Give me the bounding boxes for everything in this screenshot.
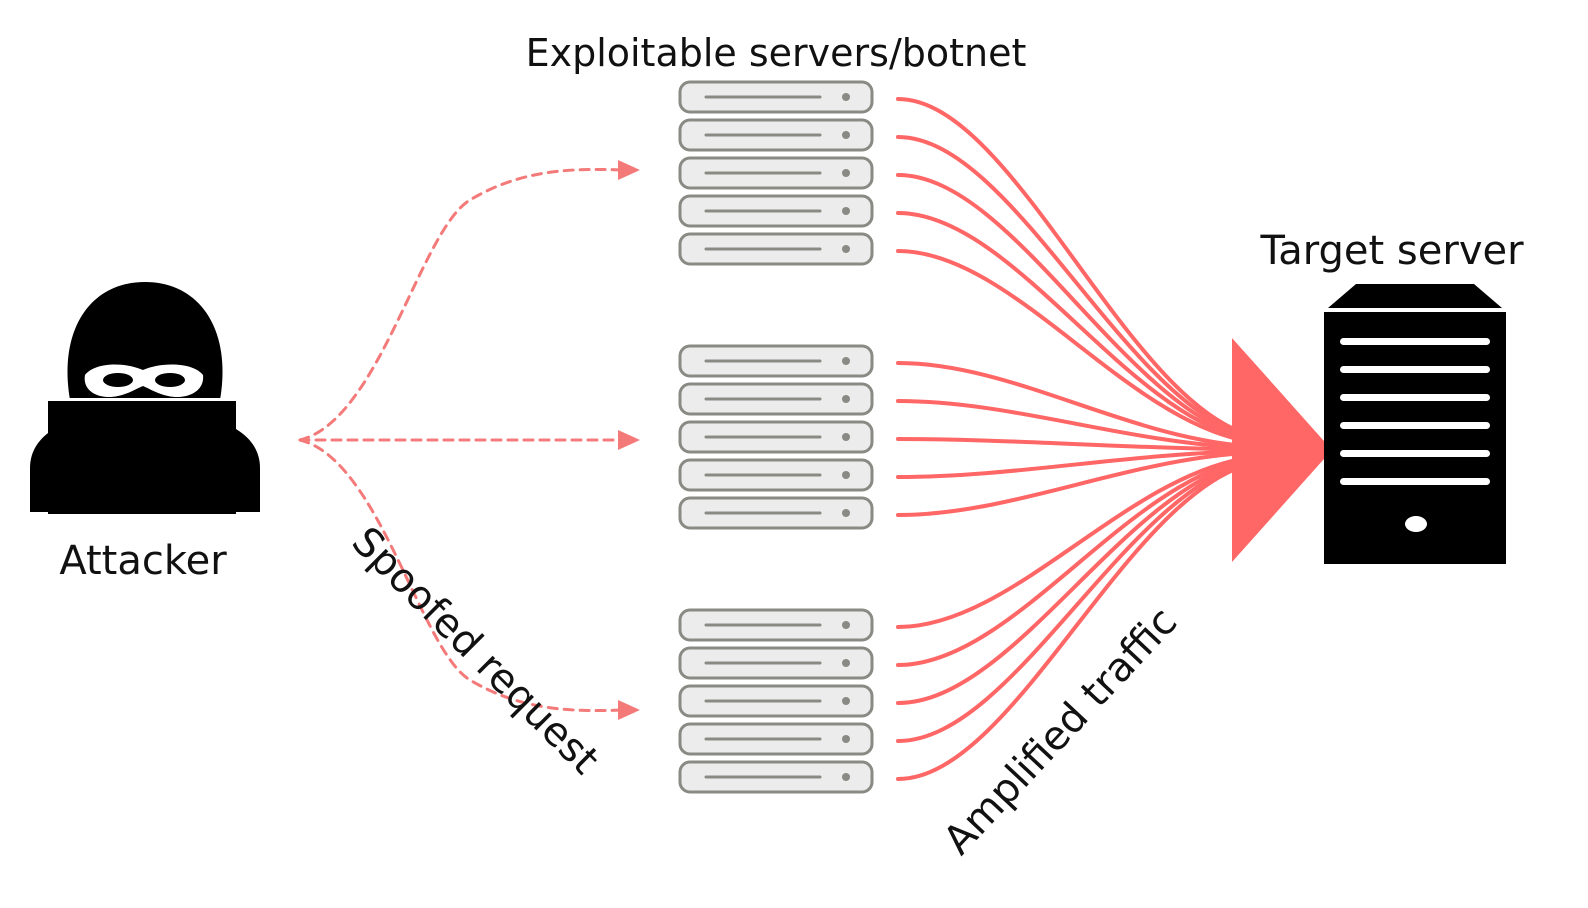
- amplified-traffic-line: [896, 451, 1244, 517]
- rack-server-icon: [678, 118, 874, 152]
- amplified-traffic-line: [896, 458, 1244, 667]
- rack-server-icon: [678, 156, 874, 190]
- amplified-traffic-line: [896, 211, 1244, 441]
- attacker-eye-left: [103, 373, 133, 387]
- amplified-traffic-line: [896, 437, 1244, 452]
- amplified-traffic-line: [896, 173, 1244, 439]
- attacker-eye-right: [155, 373, 185, 387]
- amplified-traffic-line: [896, 462, 1244, 743]
- amplified-traffic-lines: [896, 97, 1244, 781]
- amplified-traffic-line: [896, 249, 1244, 443]
- tower-server-icon: [1324, 284, 1506, 564]
- target-server-vent: [1340, 366, 1490, 373]
- rack-top: [678, 80, 874, 266]
- rack-server-icon: [678, 80, 874, 114]
- server-unit-led: [842, 773, 850, 781]
- spoofed-request-arrowhead: [618, 430, 640, 450]
- amplified-traffic-line: [896, 97, 1244, 435]
- target-server-vent: [1340, 450, 1490, 457]
- attacker-laptop-edge: [46, 398, 238, 401]
- rack-server-icon: [678, 344, 874, 378]
- server-unit-led: [842, 433, 850, 441]
- rack-server-icon: [678, 232, 874, 266]
- rack-middle: [678, 344, 874, 530]
- server-unit-led: [842, 735, 850, 743]
- target-server-vents: [1340, 338, 1490, 485]
- amplified-traffic-line: [896, 456, 1244, 629]
- server-unit-led: [842, 357, 850, 365]
- server-unit-led: [842, 621, 850, 629]
- server-unit-led: [842, 697, 850, 705]
- target-server-vent: [1340, 338, 1490, 345]
- target-server-vent: [1340, 478, 1490, 485]
- spoofed-request-arrow: [298, 167, 624, 442]
- rack-server-icon: [678, 458, 874, 492]
- spoofed-request-arrowhead: [618, 160, 640, 180]
- amplified-traffic-label: Amplified traffic: [935, 599, 1186, 864]
- amplified-traffic-line: [896, 464, 1244, 781]
- rack-server-icon: [678, 194, 874, 228]
- rack-server-icon: [678, 382, 874, 416]
- amplified-traffic-arrowhead: [1232, 338, 1332, 562]
- rack-server-icon: [678, 722, 874, 756]
- target-server-vent: [1340, 394, 1490, 401]
- server-unit-led: [842, 509, 850, 517]
- spoofed-request-arrowhead: [618, 700, 640, 720]
- rack-server-icon: [678, 420, 874, 454]
- server-unit-led: [842, 169, 850, 177]
- rack-server-icon: [678, 760, 874, 794]
- rack-server-icon: [678, 646, 874, 680]
- spoofed-request-label: Spoofed request: [343, 518, 608, 783]
- amplified-traffic-line: [896, 460, 1244, 705]
- rack-server-icon: [678, 684, 874, 718]
- botnet-server-racks: [678, 80, 874, 794]
- rack-server-icon: [678, 496, 874, 530]
- server-unit-led: [842, 471, 850, 479]
- spoofed-request-arrows: [298, 160, 640, 720]
- server-unit-led: [842, 131, 850, 139]
- amplified-traffic-line: [896, 399, 1244, 450]
- attacker-mask: [84, 364, 204, 398]
- rack-server-icon: [678, 608, 874, 642]
- amplified-traffic-line: [896, 449, 1244, 479]
- hooded-hacker-laptop-icon: [30, 282, 260, 514]
- server-unit-led: [842, 245, 850, 253]
- attacker-label: Attacker: [59, 538, 227, 584]
- server-unit-led: [842, 207, 850, 215]
- attacker-laptop: [48, 400, 236, 514]
- rack-bottom: [678, 608, 874, 794]
- spoofed-request-arrow: [298, 438, 624, 713]
- target-server-vent: [1340, 422, 1490, 429]
- botnet-label: Exploitable servers/botnet: [526, 31, 1027, 75]
- server-unit-led: [842, 395, 850, 403]
- amplified-traffic-line: [896, 361, 1244, 448]
- target-server-power: [1405, 516, 1427, 532]
- target-server-cap: [1328, 284, 1502, 308]
- server-unit-led: [842, 93, 850, 101]
- server-unit-led: [842, 659, 850, 667]
- amplified-traffic-line: [896, 135, 1244, 437]
- target-server-label: Target server: [1259, 228, 1524, 274]
